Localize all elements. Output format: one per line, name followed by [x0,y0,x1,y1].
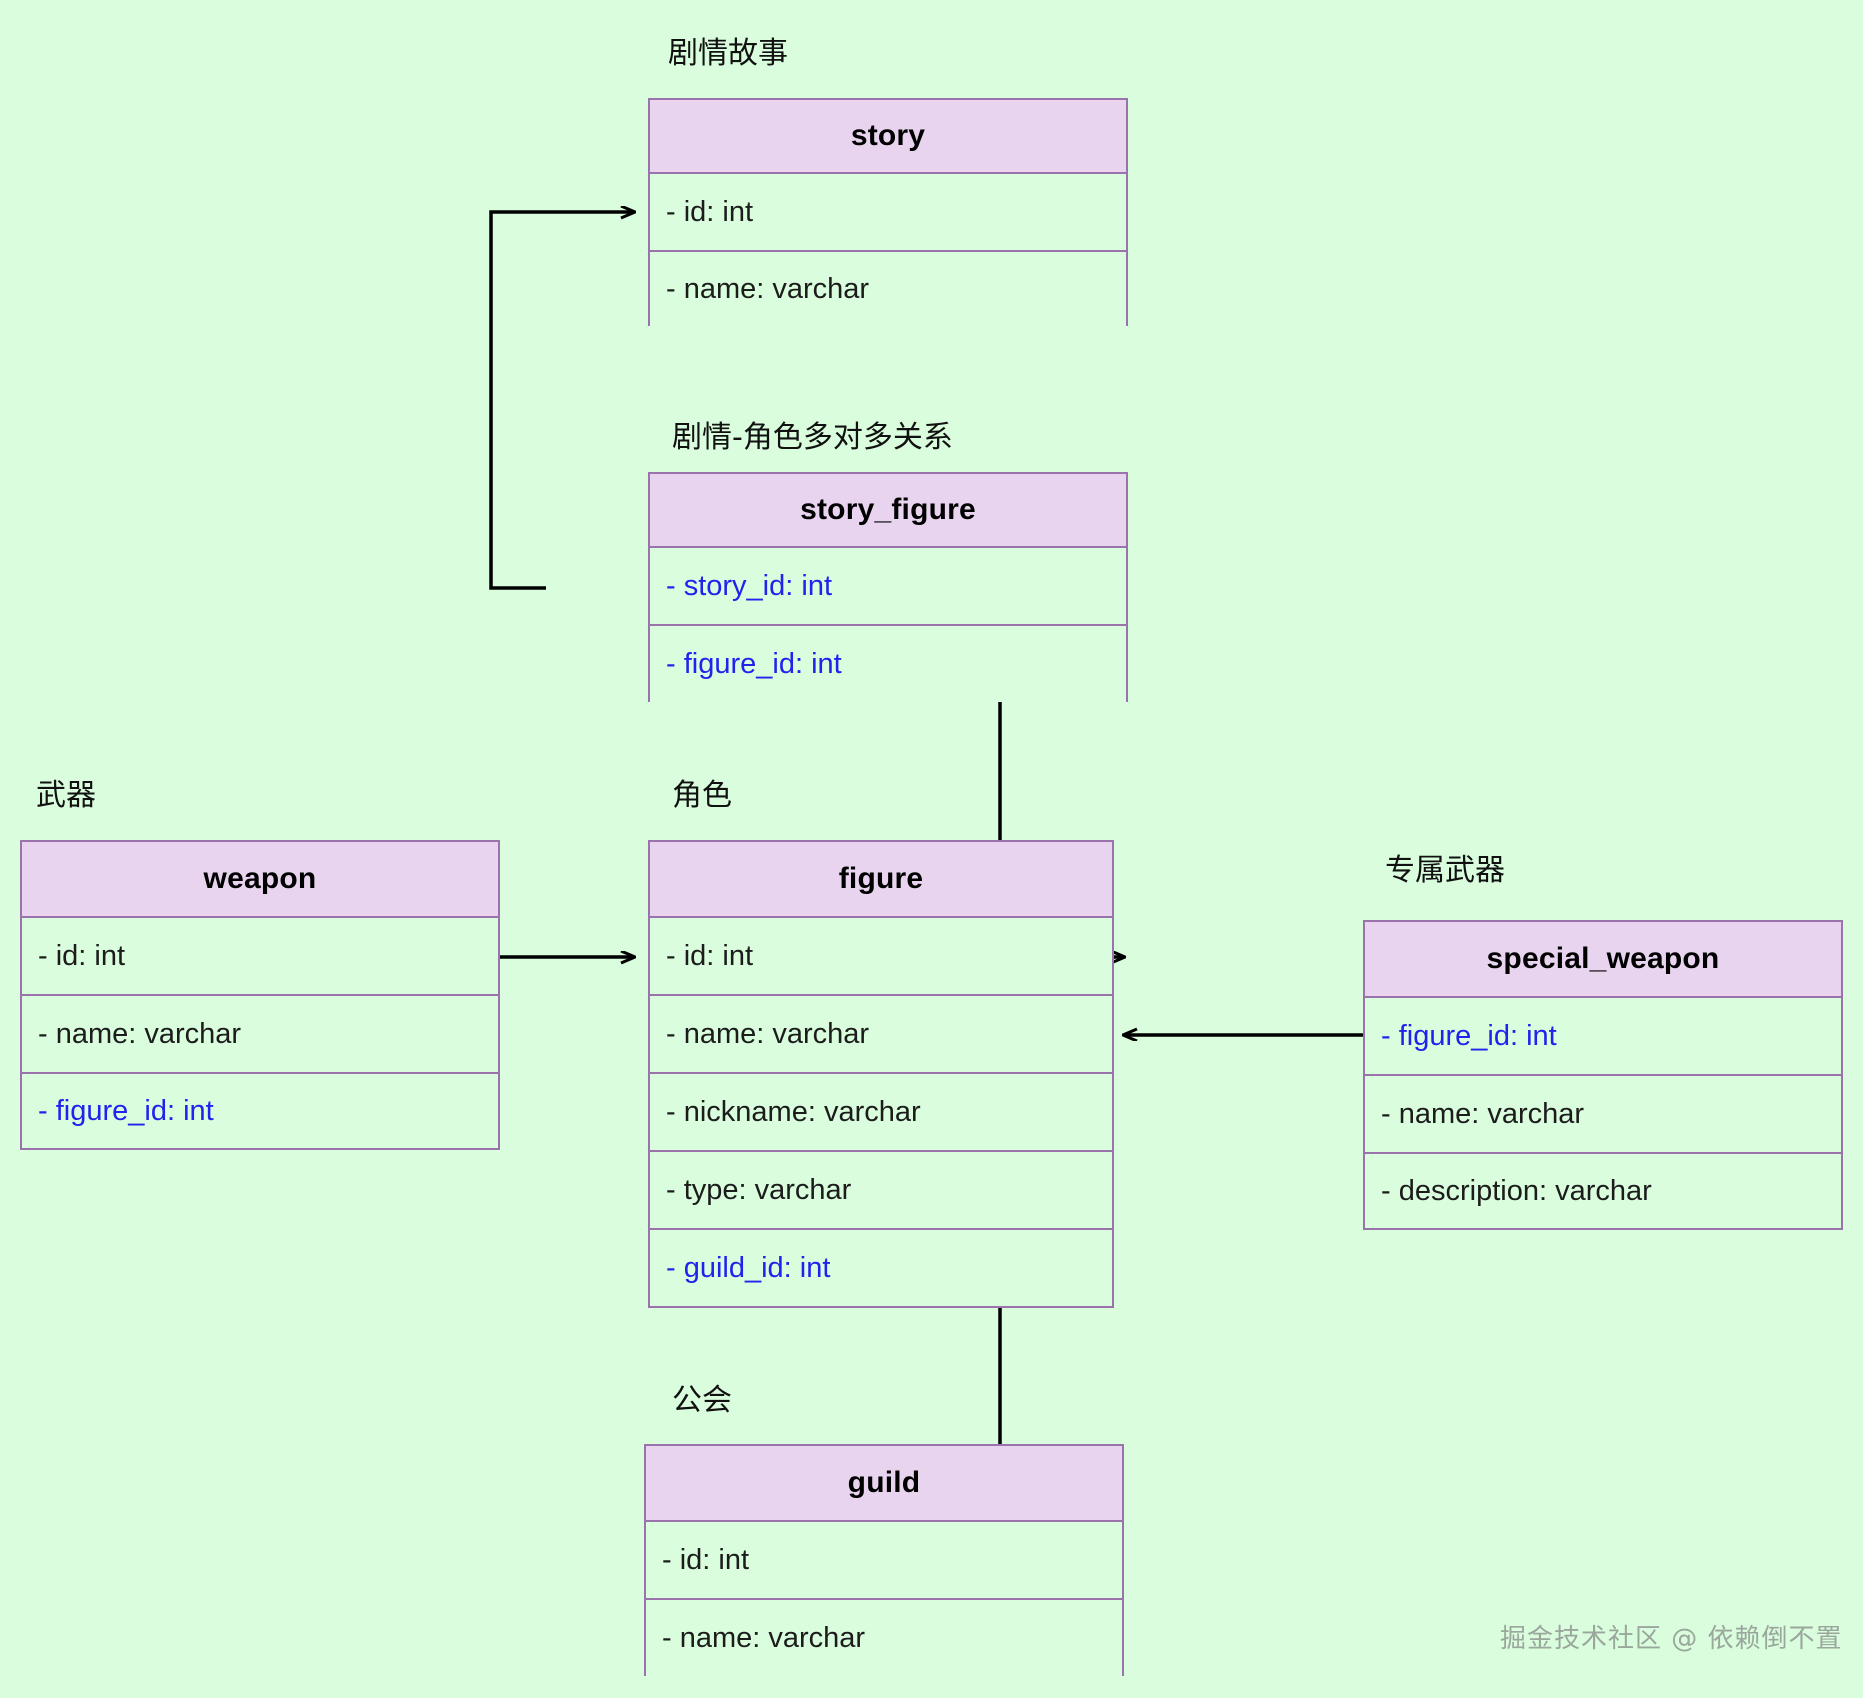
entity-weapon-title: weapon [22,842,498,918]
entity-figure[interactable]: figure - id: int - name: varchar - nickn… [648,840,1114,1308]
entity-guild[interactable]: guild - id: int - name: varchar [644,1444,1124,1676]
entity-special-weapon-title: special_weapon [1365,922,1841,998]
entity-special-weapon-field-name: - name: varchar [1365,1076,1841,1154]
entity-story-field-id: - id: int [650,174,1126,252]
entity-weapon[interactable]: weapon - id: int - name: varchar - figur… [20,840,500,1150]
entity-story-figure[interactable]: story_figure - story_id: int - figure_id… [648,472,1128,702]
watermark-text: 掘金技术社区 @ 依赖倒不置 [1500,1624,1843,1654]
entity-figure-field-id: - id: int [650,918,1112,996]
entity-weapon-field-id: - id: int [22,918,498,996]
entity-weapon-field-name: - name: varchar [22,996,498,1074]
caption-weapon: 武器 [36,778,96,813]
entity-story-title: story [650,100,1126,174]
entity-guild-field-name: - name: varchar [646,1600,1122,1676]
entity-figure-title: figure [650,842,1112,918]
entity-special-weapon-field-figure-id: - figure_id: int [1365,998,1841,1076]
entity-figure-field-type: - type: varchar [650,1152,1112,1230]
entity-story-figure-title: story_figure [650,474,1126,548]
caption-story-figure: 剧情-角色多对多关系 [672,420,953,455]
caption-guild: 公会 [672,1383,732,1418]
entity-story-field-name: - name: varchar [650,252,1126,326]
entity-figure-field-guild-id: - guild_id: int [650,1230,1112,1306]
edge-storyfigure-story [489,212,634,590]
caption-special-weapon: 专属武器 [1385,853,1505,888]
caption-figure: 角色 [672,778,732,813]
entity-special-weapon[interactable]: special_weapon - figure_id: int - name: … [1363,920,1843,1230]
entity-special-weapon-field-description: - description: varchar [1365,1154,1841,1228]
entity-guild-title: guild [646,1446,1122,1522]
entity-story-figure-field-figure-id: - figure_id: int [650,626,1126,702]
entity-guild-field-id: - id: int [646,1522,1122,1600]
entity-figure-field-nickname: - nickname: varchar [650,1074,1112,1152]
entity-figure-field-name: - name: varchar [650,996,1112,1074]
caption-story: 剧情故事 [668,36,788,71]
entity-weapon-field-figure-id: - figure_id: int [22,1074,498,1148]
entity-story[interactable]: story - id: int - name: varchar [648,98,1128,326]
entity-story-figure-field-story-id: - story_id: int [650,548,1126,626]
